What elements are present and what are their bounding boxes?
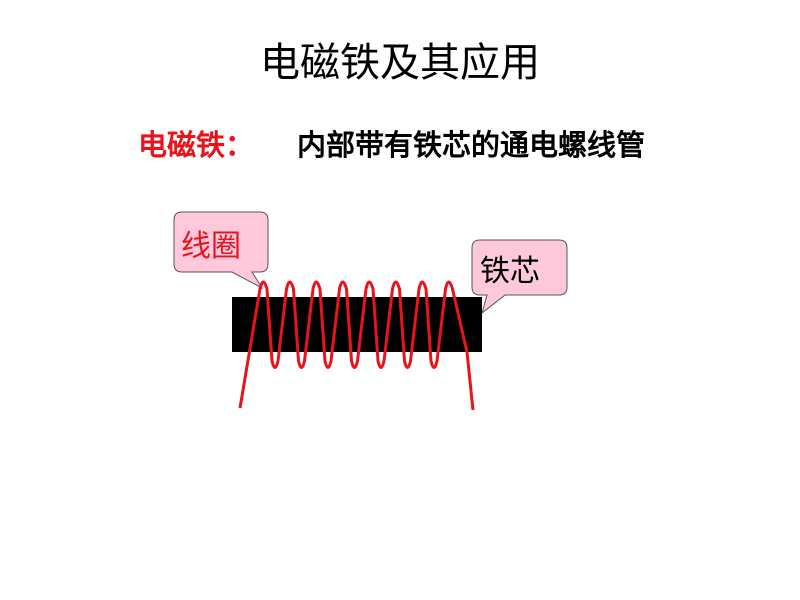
- coil-label: 线圈: [181, 229, 241, 264]
- definition-term: 电磁铁：: [138, 128, 255, 162]
- coil-lead-right: [465, 351, 475, 411]
- core-label: 铁芯: [480, 254, 540, 289]
- coil-callout: [173, 211, 269, 290]
- slide-title: 电磁铁及其应用: [260, 40, 540, 86]
- definition-text: 内部带有铁芯的通电螺线管: [297, 128, 646, 162]
- coil-wire: [238, 280, 469, 409]
- core-callout: [471, 239, 568, 315]
